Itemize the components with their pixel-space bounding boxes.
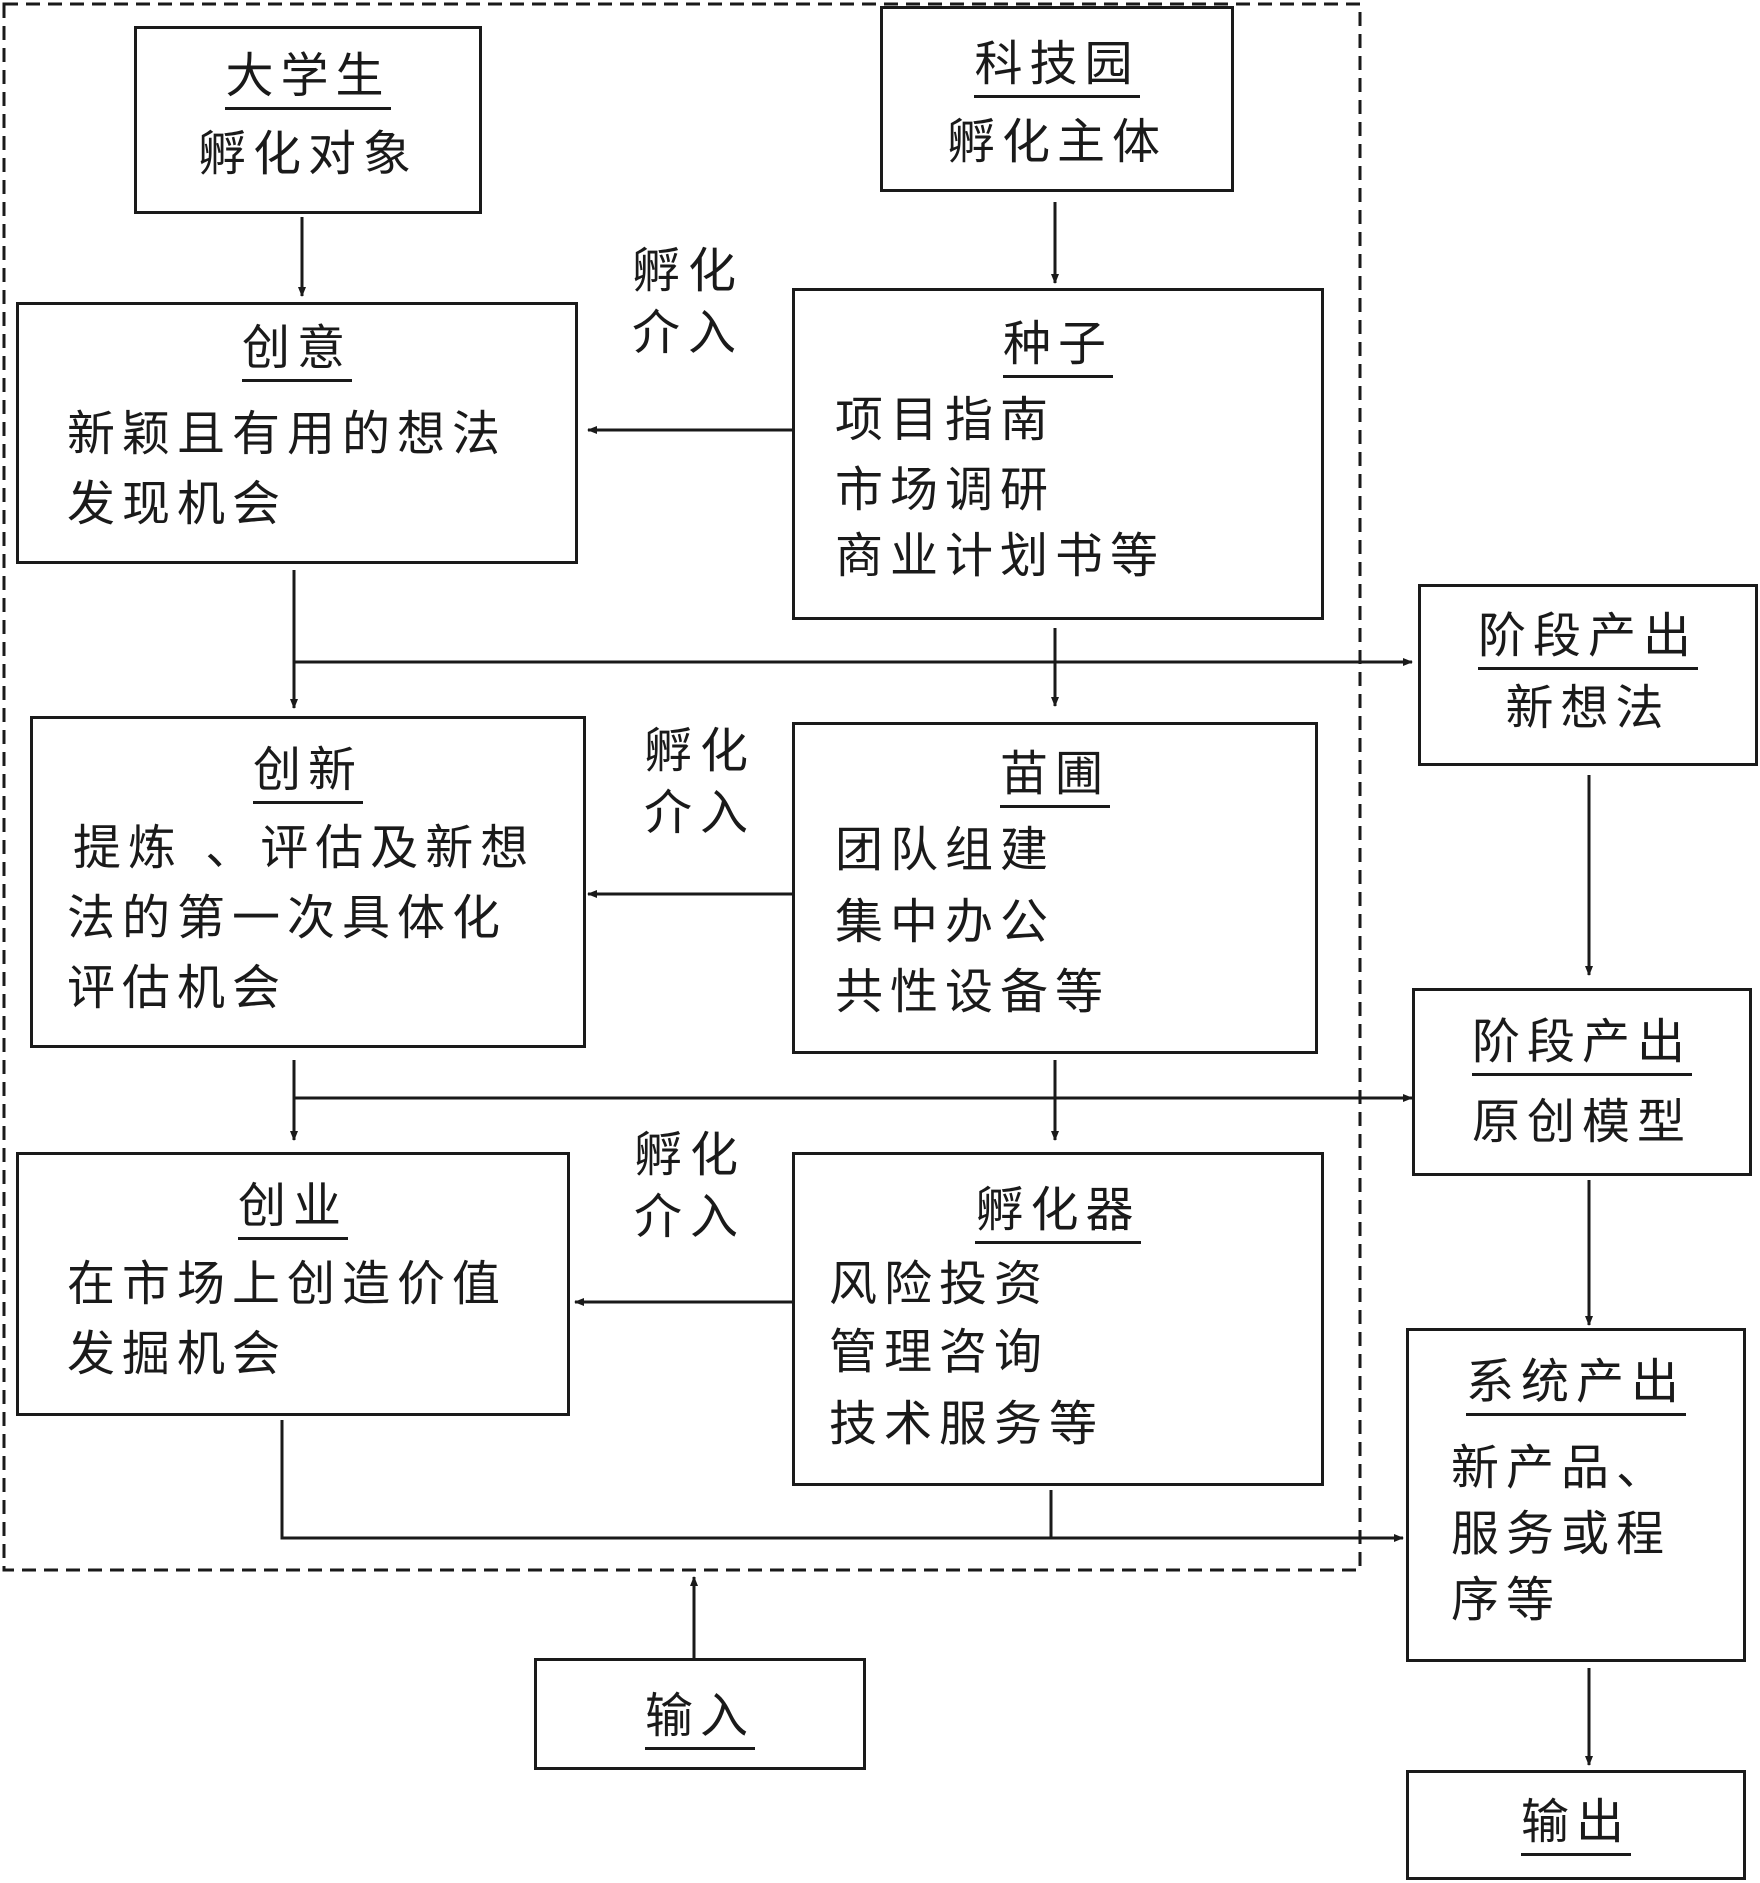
nursery-line-1: 团队组建 (835, 822, 1056, 878)
stage-output-1-box: 阶段产出 新想法 (1418, 584, 1758, 766)
innovation-line-2: 法的第一次具体化 (67, 890, 508, 946)
nursery-box: 苗圃 团队组建 集中办公 共性设备等 (792, 722, 1318, 1054)
nursery-title: 苗圃 (999, 745, 1110, 808)
system-output-title: 系统产出 (1465, 1353, 1686, 1416)
subject-box: 大学生 孵化对象 (134, 26, 482, 214)
stage-output-2-line-1: 原创模型 (1471, 1094, 1692, 1150)
park-subtitle: 孵化主体 (946, 114, 1167, 170)
innovation-line-1: 提炼 、评估及新想 (73, 820, 536, 876)
subject-title: 大学生 (225, 47, 391, 110)
idea-box: 创意 新颖且有用的想法 发现机会 (16, 302, 578, 564)
final-output-box: 输出 (1406, 1770, 1746, 1880)
arrow-stage3-output (280, 1420, 1404, 1542)
subject-subtitle: 孵化对象 (197, 126, 418, 182)
input-box: 输入 (534, 1658, 866, 1770)
innovation-title: 创新 (252, 741, 363, 804)
intervention-label-1: 孵化介入 (632, 243, 745, 361)
input-label: 输入 (644, 1687, 755, 1750)
seed-title: 种子 (1002, 315, 1113, 378)
startup-box: 创业 在市场上创造价值 发掘机会 (16, 1152, 570, 1416)
system-output-line-3: 序等 (1451, 1572, 1562, 1628)
system-output-line-2: 服务或程 (1451, 1506, 1672, 1562)
incubator-line-1: 风险投资 (829, 1256, 1050, 1312)
stage-output-2-title: 阶段产出 (1471, 1013, 1692, 1076)
stage-output-1-line-1: 新想法 (1505, 680, 1671, 736)
nursery-line-3: 共性设备等 (835, 964, 1111, 1020)
final-output-label: 输出 (1520, 1793, 1631, 1856)
nursery-line-2: 集中办公 (835, 894, 1056, 950)
idea-line-2: 发现机会 (67, 476, 288, 532)
intervention-label-3: 孵化介入 (634, 1127, 747, 1245)
system-output-line-1: 新产品、 (1451, 1440, 1672, 1496)
park-title: 科技园 (974, 35, 1140, 98)
stage-output-1-title: 阶段产出 (1477, 607, 1698, 670)
system-output-box: 系统产出 新产品、 服务或程 序等 (1406, 1328, 1746, 1662)
intervention-label-2: 孵化介入 (644, 723, 757, 841)
idea-title: 创意 (241, 319, 352, 382)
seed-line-1: 项目指南 (835, 392, 1056, 448)
seed-line-2: 市场调研 (835, 462, 1056, 518)
seed-box: 种子 项目指南 市场调研 商业计划书等 (792, 288, 1324, 620)
seed-line-3: 商业计划书等 (835, 528, 1166, 584)
park-box: 科技园 孵化主体 (880, 6, 1234, 192)
idea-line-1: 新颖且有用的想法 (67, 406, 508, 462)
incubator-title: 孵化器 (975, 1181, 1141, 1244)
startup-title: 创业 (237, 1177, 348, 1240)
system-boundary (2, 2, 1362, 1572)
innovation-box: 创新 提炼 、评估及新想 法的第一次具体化 评估机会 (30, 716, 586, 1048)
startup-line-1: 在市场上创造价值 (67, 1256, 508, 1312)
incubator-line-3: 技术服务等 (829, 1396, 1105, 1452)
incubator-line-2: 管理咨询 (829, 1324, 1050, 1380)
incubator-box: 孵化器 风险投资 管理咨询 技术服务等 (792, 1152, 1324, 1486)
startup-line-2: 发掘机会 (67, 1326, 288, 1382)
innovation-line-3: 评估机会 (67, 960, 288, 1016)
stage-output-2-box: 阶段产出 原创模型 (1412, 988, 1752, 1176)
